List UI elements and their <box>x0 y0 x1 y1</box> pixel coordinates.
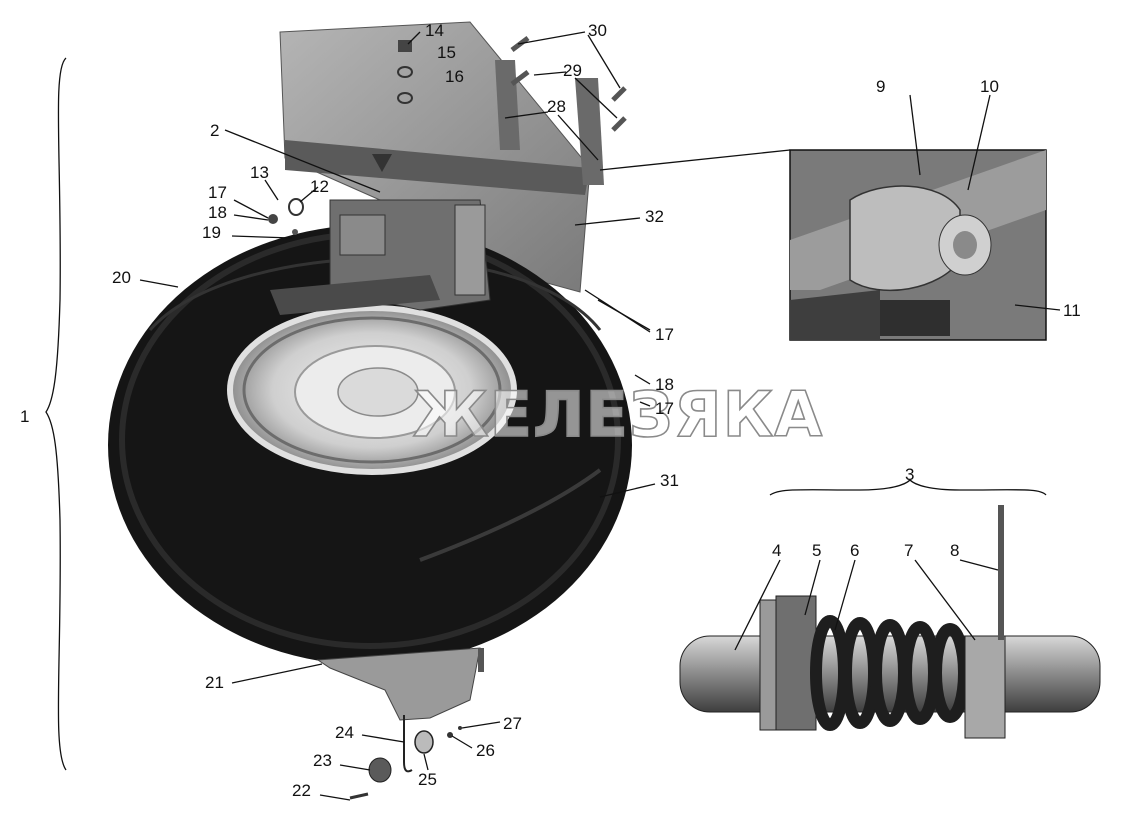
callout-22: 22 <box>292 781 311 800</box>
callout-21: 21 <box>205 673 224 692</box>
inset-connector <box>599 149 791 171</box>
callout-24: 24 <box>335 723 354 742</box>
callout-30: 30 <box>588 21 607 40</box>
callout-11: 11 <box>1063 301 1081 320</box>
callout-4: 4 <box>772 541 781 560</box>
callout-7: 7 <box>904 541 913 560</box>
detail-inset <box>789 149 1047 341</box>
callout-17c: 17 <box>655 399 674 418</box>
worm-spring <box>810 615 970 731</box>
callout-32: 32 <box>645 207 664 226</box>
sub-brace <box>769 479 1047 496</box>
lower-plate <box>316 647 484 721</box>
carrier-mechanism <box>270 154 491 315</box>
callout-25: 25 <box>418 770 437 789</box>
callout-1: 1 <box>20 407 29 426</box>
callout-8: 8 <box>950 541 959 560</box>
callout-13: 13 <box>250 163 269 182</box>
worm-shaft-assembly <box>679 479 1101 739</box>
callout-26: 26 <box>476 741 495 760</box>
callout-19: 19 <box>202 223 221 242</box>
fastener-set <box>349 715 462 800</box>
callout-15: 15 <box>437 43 456 62</box>
callout-23: 23 <box>313 751 332 770</box>
callout-labels: 1 2 3 4 5 6 7 8 9 10 11 12 13 14 15 16 1… <box>20 21 1081 800</box>
callout-10: 10 <box>980 77 999 96</box>
callout-5: 5 <box>812 541 821 560</box>
callout-18b: 18 <box>655 375 674 394</box>
callout-16: 16 <box>445 67 464 86</box>
watermark-text: ЖЕЛЕЗЯКА <box>413 378 824 451</box>
callout-2: 2 <box>210 121 219 140</box>
callout-17a: 17 <box>208 183 227 202</box>
callout-14: 14 <box>425 21 444 40</box>
callout-27: 27 <box>503 714 522 733</box>
callout-9: 9 <box>876 77 885 96</box>
callout-3: 3 <box>905 465 914 484</box>
leader-lines <box>139 31 1061 801</box>
group-brace <box>45 57 67 771</box>
callout-12: 12 <box>310 177 329 196</box>
wheel-rim <box>227 305 517 475</box>
callout-31: 31 <box>660 471 679 490</box>
mounting-bracket <box>279 21 604 293</box>
callout-28: 28 <box>547 97 566 116</box>
callout-18a: 18 <box>208 203 227 222</box>
callout-20: 20 <box>112 268 131 287</box>
callout-17b: 17 <box>655 325 674 344</box>
washer-nut-set <box>268 198 304 235</box>
callout-29: 29 <box>563 61 582 80</box>
callout-6: 6 <box>850 541 859 560</box>
